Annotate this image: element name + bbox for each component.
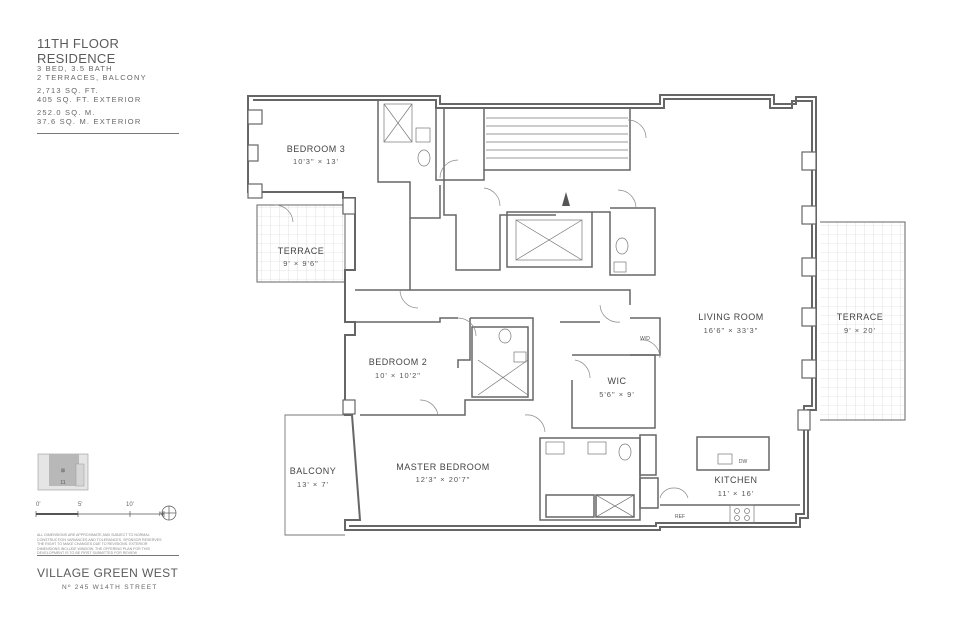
balcony-area <box>284 414 345 536</box>
room-dims-master-bedroom: 12'3" × 20'7" <box>416 475 471 484</box>
room-name-living-room: LIVING ROOM <box>698 312 764 322</box>
dishwasher-label: DW <box>739 459 748 465</box>
key-plan: ⊠ 11 <box>37 453 89 491</box>
sink-icon <box>545 441 632 461</box>
exterior-sqm: 37.6 SQ. M. EXTERIOR <box>37 117 142 126</box>
interior-sqm: 252.0 SQ. M. <box>37 108 96 117</box>
refrigerator-label: REF <box>675 514 685 520</box>
disclaimer: ALL DIMENSIONS ARE APPROXIMATE AND SUBJE… <box>37 533 162 556</box>
columns <box>247 109 817 431</box>
interior-walls <box>355 100 800 521</box>
room-dims-kitchen: 11' × 16' <box>718 489 755 498</box>
scale-label-10: 10' <box>126 502 134 508</box>
room-dims-wic: 5'6" × 9' <box>599 390 635 399</box>
divider <box>37 133 179 134</box>
scale-bar <box>35 511 165 517</box>
interior-sqft: 2,713 SQ. FT. <box>37 86 99 95</box>
room-name-terrace-left: TERRACE <box>278 246 325 256</box>
room-labels: BEDROOM 3 10'3" × 13' TERRACE 9' × 9'6" … <box>278 144 884 520</box>
toilet-icon <box>613 237 629 273</box>
outdoor-summary: 2 TERRACES, BALCONY <box>37 73 147 82</box>
entry-arrow-icon <box>562 192 570 206</box>
building-name: VILLAGE GREEN WEST <box>37 566 179 580</box>
room-dims-terrace-right: 9' × 20' <box>844 326 876 335</box>
room-name-bedroom2: BEDROOM 2 <box>369 357 428 367</box>
scale-label-5: 5' <box>78 502 83 508</box>
washer-dryer-label: W/D <box>640 336 650 342</box>
room-dims-bedroom3: 10'3" × 13' <box>293 157 339 166</box>
shower-icon <box>383 103 431 167</box>
rooms-summary: 3 BED, 3.5 BATH <box>37 64 113 73</box>
room-dims-living-room: 16'6" × 33'3" <box>704 326 759 335</box>
elevator-icon <box>515 219 583 261</box>
scale-label-0: 0' <box>36 502 41 508</box>
room-dims-bedroom2: 10' × 10'2" <box>375 371 421 380</box>
divider-bottom <box>37 555 179 556</box>
terrace-left-area <box>256 204 346 283</box>
info-panel: 11TH FLOOR RESIDENCE 3 BED, 3.5 BATH 2 T… <box>0 0 200 626</box>
shower-icon <box>477 328 529 396</box>
svg-text:⊠: ⊠ <box>61 468 65 474</box>
terrace-right-area <box>820 221 906 421</box>
key-plan-unit-highlight <box>49 454 79 486</box>
room-name-wic: WIC <box>608 376 627 386</box>
stairs <box>486 117 628 159</box>
room-name-master-bedroom: MASTER BEDROOM <box>396 462 490 472</box>
north-arrow-icon: N <box>159 505 177 521</box>
exterior-sqft: 405 SQ. FT. EXTERIOR <box>37 95 142 104</box>
kitchen-sink-icon <box>717 453 733 465</box>
north-label: N <box>159 512 163 518</box>
room-name-balcony: BALCONY <box>290 466 337 476</box>
cooktop-icon <box>729 504 755 524</box>
exterior-walls <box>247 94 817 531</box>
room-name-terrace-right: TERRACE <box>837 312 884 322</box>
building-address: Nº 245 W14TH STREET <box>62 584 158 591</box>
door-swings <box>274 119 689 499</box>
room-name-bedroom3: BEDROOM 3 <box>287 144 346 154</box>
key-plan-unit-number: 11 <box>60 480 65 486</box>
room-dims-terrace-left: 9' × 9'6" <box>283 259 319 268</box>
room-name-kitchen: KITCHEN <box>714 475 757 485</box>
listing-title: 11TH FLOOR RESIDENCE <box>37 36 120 66</box>
room-dims-balcony: 13' × 7' <box>297 480 329 489</box>
